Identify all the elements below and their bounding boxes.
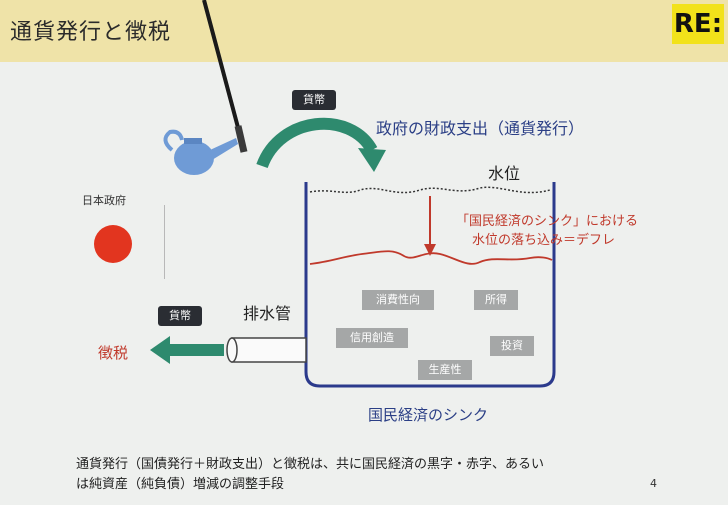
- japan-government-dot-icon: [94, 225, 132, 263]
- pointer-tip: [234, 125, 248, 153]
- water-level-low: [309, 250, 553, 265]
- box-investment: 投資: [490, 336, 534, 356]
- box-productivity: 生産性: [418, 360, 472, 380]
- fall-arrow-head: [424, 244, 436, 256]
- deflation-note-line1: 「国民経済のシンク」における: [456, 214, 639, 229]
- title-band: [0, 0, 728, 62]
- divider-line: [164, 205, 165, 279]
- box-credit-creation: 信用創造: [336, 328, 408, 348]
- water-level-top: [309, 186, 551, 194]
- deflation-note: 「国民経済のシンク」における 水位の落ち込み＝デフレ: [456, 212, 638, 250]
- watering-can-icon: [163, 129, 238, 175]
- spending-arrow: [256, 117, 386, 172]
- tax-arrow: [150, 336, 224, 364]
- page-number: 4: [650, 477, 657, 490]
- sink-label: 国民経済のシンク: [368, 406, 489, 424]
- drain-pipe-icon: [226, 337, 307, 363]
- page-title: 通貨発行と徴税: [10, 20, 172, 45]
- government-label: 日本政府: [82, 194, 126, 207]
- drain-pipe-label: 排水管: [243, 304, 292, 323]
- box-consumption: 消費性向: [362, 290, 434, 310]
- spending-label: 政府の財政支出（通貨発行）: [376, 119, 585, 138]
- deflation-note-line2: 水位の落ち込み＝デフレ: [472, 233, 616, 248]
- re-logo: RE:: [672, 4, 724, 44]
- footer-line1: 通貨発行（国債発行＋財政支出）と徴税は、共に国民経済の黒字・赤字、あるい: [76, 457, 545, 472]
- top-money-badge: 貨幣: [292, 90, 336, 110]
- footer-line2: は純資産（純負債）増減の調整手段: [76, 477, 285, 492]
- tax-label: 徴税: [98, 344, 129, 362]
- box-income: 所得: [474, 290, 518, 310]
- footer-text: 通貨発行（国債発行＋財政支出）と徴税は、共に国民経済の黒字・赤字、あるい は純資…: [76, 455, 676, 495]
- water-level-label: 水位: [488, 164, 521, 183]
- bottom-money-badge: 貨幣: [158, 306, 202, 326]
